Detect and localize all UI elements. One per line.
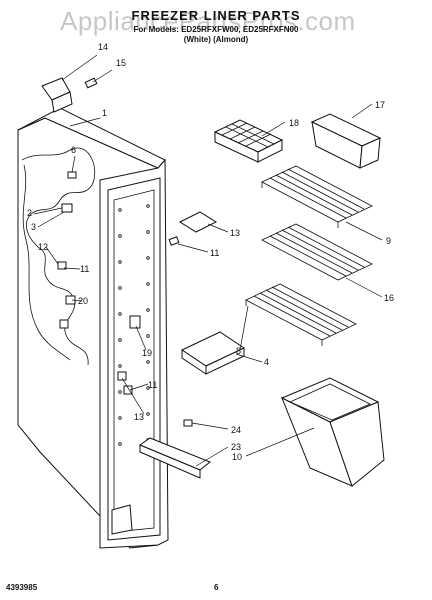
callout-10: 10 bbox=[232, 452, 242, 462]
callout-11b: 11 bbox=[210, 248, 219, 258]
callout-14: 14 bbox=[98, 42, 108, 52]
callout-6: 6 bbox=[71, 145, 76, 155]
slide-rail-23 bbox=[138, 437, 211, 479]
lower-clips bbox=[117, 371, 133, 395]
page-number: 6 bbox=[214, 583, 219, 592]
diagram-title: FREEZER LINER PARTS bbox=[131, 8, 301, 23]
callout-13: 13 bbox=[230, 228, 240, 238]
wire-shelf-9 bbox=[261, 165, 373, 228]
callout-4: 4 bbox=[264, 357, 269, 367]
screw-15 bbox=[84, 77, 98, 89]
callout-15: 15 bbox=[116, 58, 126, 68]
freezer-liner bbox=[17, 107, 169, 549]
model-subtitle: For Models: ED25RFXFW00, ED25RFXFN00 bbox=[133, 25, 299, 34]
callout-3: 3 bbox=[31, 222, 36, 232]
callout-16: 16 bbox=[384, 293, 394, 303]
callout-8: 8 bbox=[236, 346, 241, 356]
screw-24 bbox=[183, 419, 193, 427]
leader-lines bbox=[33, 54, 383, 467]
callout-1: 1 bbox=[102, 108, 107, 118]
callout-17: 17 bbox=[375, 100, 385, 110]
part-number-code: 4393985 bbox=[6, 583, 38, 592]
callout-11: 11 bbox=[80, 264, 89, 274]
callout-13b: 13 bbox=[134, 412, 144, 422]
callout-20: 20 bbox=[78, 296, 88, 306]
callout-23: 23 bbox=[231, 442, 241, 452]
wire-shelf-8 bbox=[245, 283, 357, 346]
freezer-basket-10 bbox=[280, 377, 385, 487]
top-hinge-bracket bbox=[41, 77, 73, 113]
wire-shelf-9b bbox=[261, 223, 373, 281]
ice-bin-17 bbox=[310, 113, 382, 169]
callout-19: 19 bbox=[142, 348, 152, 358]
callout-24: 24 bbox=[231, 425, 241, 435]
color-variants: (White) (Almond) bbox=[183, 35, 249, 44]
ice-cube-tray bbox=[213, 119, 284, 163]
clip-19 bbox=[129, 315, 141, 329]
callout-18: 18 bbox=[289, 118, 299, 128]
watermark: AppliancePartsPros.com bbox=[60, 6, 356, 36]
callout-9: 9 bbox=[386, 236, 391, 246]
callout-12: 12 bbox=[38, 242, 48, 252]
shelf-support-13 bbox=[168, 211, 218, 246]
callout-11c: 11 bbox=[148, 380, 157, 390]
callout-2: 2 bbox=[27, 208, 32, 218]
callout-labels: 14 15 1 6 2 3 12 11 20 18 17 13 11 9 16 … bbox=[27, 42, 394, 462]
shelf-bracket-4 bbox=[180, 331, 246, 375]
